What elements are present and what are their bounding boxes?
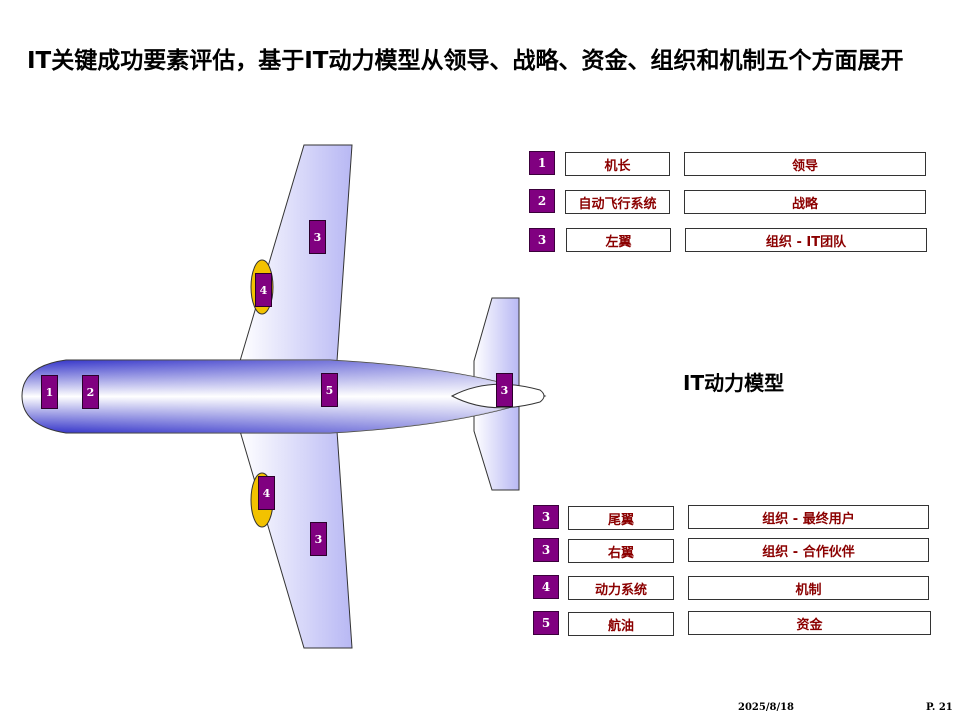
legend-number: 3 <box>533 538 559 562</box>
legend-role: 领导 <box>684 152 926 176</box>
legend-role: 资金 <box>688 611 931 635</box>
plane-marker-body: 5 <box>321 373 338 407</box>
legend-role: 战略 <box>684 190 926 214</box>
legend-role: 组织 - 合作伙伴 <box>688 538 929 562</box>
legend-role: 组织 - 最终用户 <box>688 505 929 529</box>
upper-wing <box>239 144 353 362</box>
legend-part: 自动飞行系统 <box>565 190 670 214</box>
page-title: IT关键成功要素评估，基于IT动力模型从领导、战略、资金、组织和机制五个方面展开 <box>27 48 904 74</box>
legend-part: 动力系统 <box>568 576 674 600</box>
plane-marker-lower-wing: 3 <box>310 522 327 556</box>
plane-marker-cockpit: 2 <box>82 375 99 409</box>
plane-marker-upper-engine: 4 <box>255 273 272 307</box>
model-label: IT动力模型 <box>683 371 785 395</box>
plane-marker-upper-wing: 3 <box>309 220 326 254</box>
plane-marker-nose: 1 <box>41 375 58 409</box>
plane-marker-lower-engine: 4 <box>258 476 275 510</box>
legend-number: 3 <box>533 505 559 529</box>
legend-role: 组织 - IT团队 <box>685 228 927 252</box>
legend-number: 2 <box>529 189 555 213</box>
legend-part: 右翼 <box>568 539 674 563</box>
legend-number: 3 <box>529 228 555 252</box>
legend-role: 机制 <box>688 576 929 600</box>
legend-part: 左翼 <box>566 228 671 252</box>
legend-number: 4 <box>533 575 559 599</box>
legend-part: 航油 <box>568 612 674 636</box>
legend-part: 尾翼 <box>568 506 674 530</box>
page-number: P. 21 <box>926 702 953 713</box>
legend-number: 1 <box>529 151 555 175</box>
legend-number: 5 <box>533 611 559 635</box>
lower-wing <box>239 430 353 649</box>
plane-marker-tail: 3 <box>496 373 513 407</box>
legend-part: 机长 <box>565 152 670 176</box>
footer-date: 2025/8/18 <box>738 702 795 713</box>
